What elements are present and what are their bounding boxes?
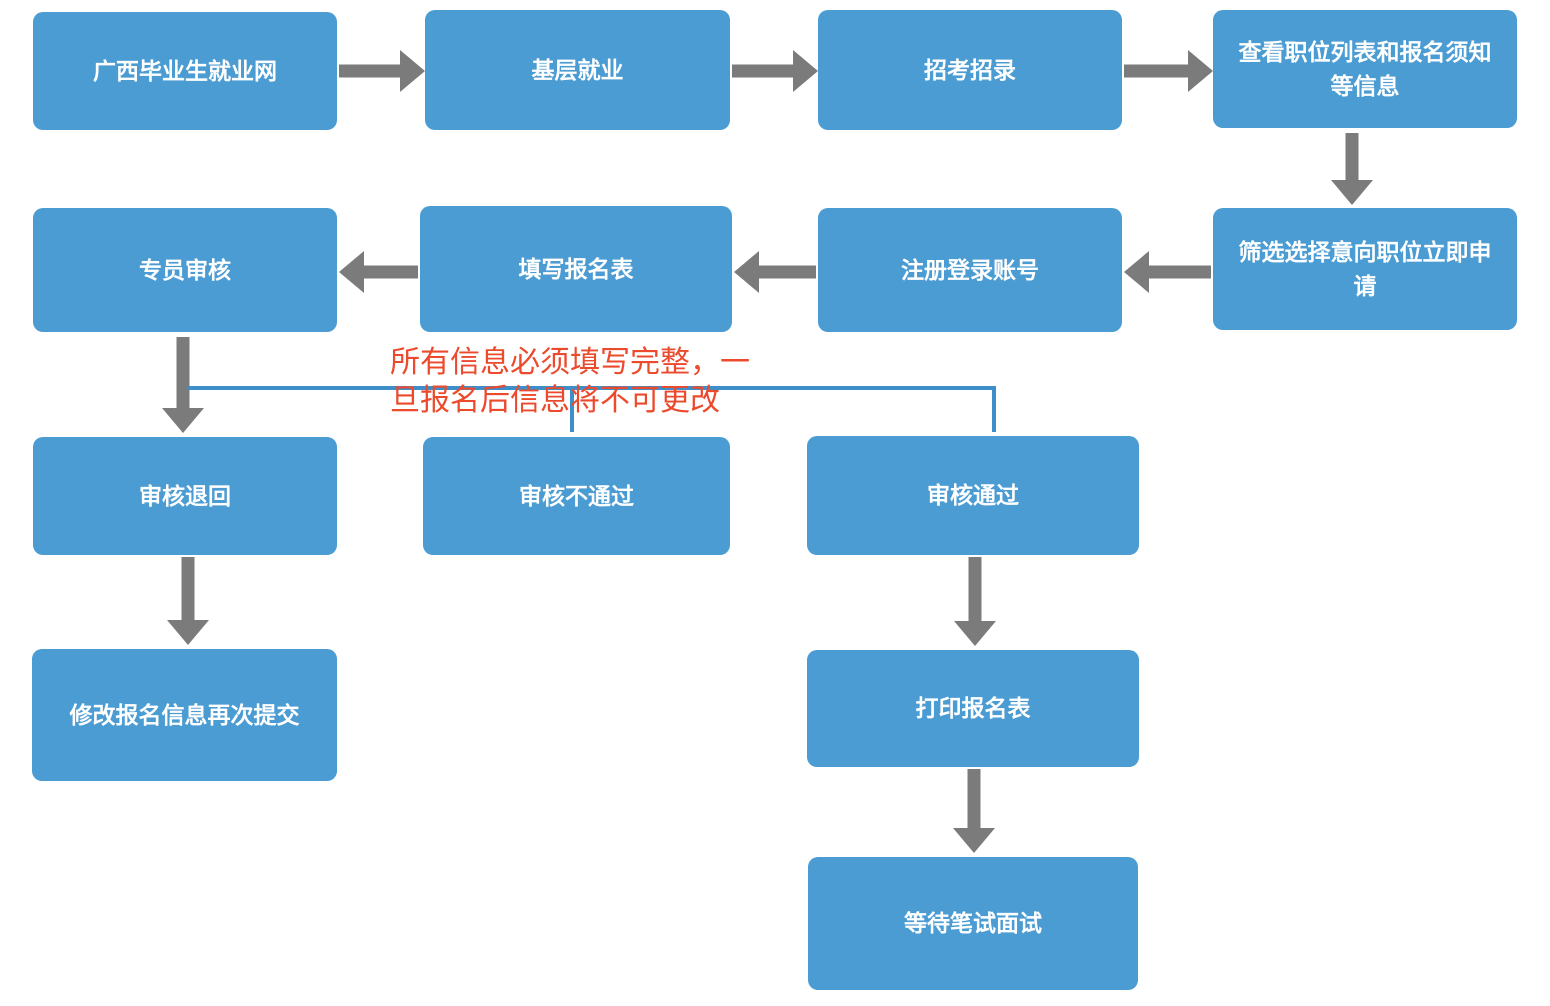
arrow-fill-form-to-specialist-review [339,251,418,293]
arrow-portal-to-grassroots [339,50,425,92]
flow-node-specialist-review: 专员审核 [33,208,337,332]
flow-node-portal: 广西毕业生就业网 [33,12,337,130]
arrow-review-approved-to-print-form [954,557,996,646]
flow-node-review-approved: 审核通过 [807,436,1139,555]
arrow-view-positions-to-filter-apply [1331,133,1373,205]
annotation-note: 所有信息必须填写完整，一 旦报名后信息将不可更改 [390,344,750,420]
flow-node-review-returned: 审核退回 [33,437,337,555]
flow-node-recruitment: 招考招录 [818,10,1122,130]
flow-node-view-positions: 查看职位列表和报名须知等信息 [1213,10,1517,128]
annotation-line-1: 所有信息必须填写完整，一 [390,346,750,379]
annotation-line-2: 旦报名后信息将不可更改 [390,384,720,417]
arrow-recruitment-to-view-positions [1124,50,1213,92]
flow-node-grassroots: 基层就业 [425,10,730,130]
arrow-filter-apply-to-register-login [1124,251,1211,293]
flow-node-print-form: 打印报名表 [807,650,1139,767]
flow-node-review-rejected: 审核不通过 [423,437,730,555]
arrow-review-returned-to-modify-resubmit [167,557,209,645]
flow-node-filter-apply: 筛选选择意向职位立即申请 [1213,208,1517,330]
arrow-print-form-to-wait-exam [953,769,995,853]
arrow-specialist-review-to-review-returned [162,337,204,433]
flow-node-wait-exam: 等待笔试面试 [808,857,1138,990]
flow-node-register-login: 注册登录账号 [818,208,1122,332]
arrow-grassroots-to-recruitment [732,50,818,92]
flow-node-modify-resubmit: 修改报名信息再次提交 [32,649,337,781]
flow-node-fill-form: 填写报名表 [420,206,732,332]
arrow-register-login-to-fill-form [734,251,816,293]
